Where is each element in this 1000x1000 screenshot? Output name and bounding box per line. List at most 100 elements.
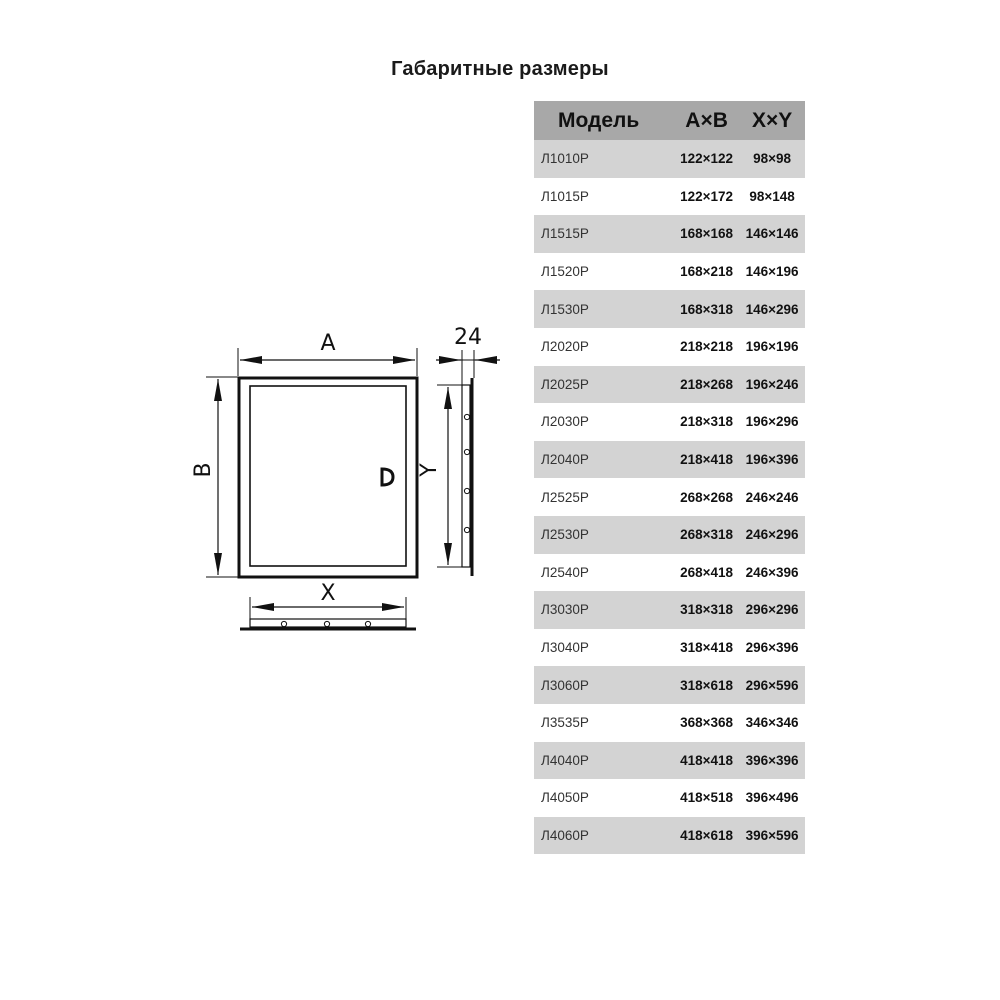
cell-ab: 218×268 [680,376,734,392]
cell-model: Л2040Р [541,452,589,468]
cell-model: Л1530Р [541,301,589,317]
cell-xy: 246×396 [745,564,799,580]
cell-ab: 218×418 [680,452,734,468]
cell-xy: 396×396 [745,752,799,768]
table-row: Л3030Р 318×318 296×296 [534,591,805,629]
cell-ab: 318×418 [680,640,734,656]
table-row: Л2020Р 218×218 196×196 [534,327,805,366]
label-depth: 24 [454,325,482,350]
dimension-y: Y [417,384,462,568]
cell-xy: 246×296 [745,527,799,543]
table-row: Л1015Р 122×172 98×148 [534,177,805,216]
cell-xy: 346×346 [745,715,799,731]
cell-xy: 196×196 [745,339,799,355]
cell-model: Л4040Р [541,752,589,768]
cell-xy: 98×148 [749,188,795,204]
dimension-a: A [237,331,418,376]
table-row: Л1520Р 168×218 146×196 [534,252,805,291]
table-row: Л1530Р 168×318 146×296 [534,290,805,328]
dimension-x: X [249,581,407,624]
cell-ab: 318×318 [680,602,734,618]
table-row: Л4040Р 418×418 396×396 [534,741,805,780]
label-a: A [320,331,335,356]
table-row: Л3060Р 318×618 296×596 [534,666,805,704]
cell-xy: 246×246 [745,489,799,505]
cell-xy: 296×396 [745,640,799,656]
cell-xy: 196×396 [745,452,799,468]
cell-model: Л2540Р [541,564,589,580]
table-row: Л4060Р 418×618 396×596 [534,816,805,855]
cell-model: Л2020Р [541,339,589,355]
label-x: X [320,581,335,606]
cell-ab: 268×418 [680,564,734,580]
table-row: Л2540Р 268×418 246×396 [534,553,805,592]
side-frame [461,384,471,568]
table-row: Л1010Р 122×122 98×98 [534,140,805,178]
cell-ab: 368×368 [680,715,734,731]
cell-xy: 146×146 [745,226,799,242]
table-row: Л4050Р 418×518 396×496 [534,779,805,817]
cell-model: Л2030Р [541,414,589,430]
cell-model: Л1515Р [541,226,589,242]
table-row: Л2030Р 218×318 196×296 [534,403,805,441]
cell-xy: 146×196 [745,264,799,280]
cell-model: Л3040Р [541,640,589,656]
cell-ab: 418×418 [680,752,734,768]
cell-model: Л3030Р [541,602,589,618]
cell-xy: 146×296 [745,301,799,317]
cell-model: Л3535Р [541,715,589,731]
front-view [237,376,419,579]
cell-ab: 218×218 [680,339,734,355]
cell-ab: 168×218 [680,264,734,280]
cell-xy: 396×496 [745,790,799,806]
header-xy: X×Y [751,108,793,132]
cell-model: Л4060Р [541,827,589,843]
cell-ab: 418×618 [680,827,734,843]
cell-xy: 396×596 [745,827,799,843]
table-row: Л2040Р 218×418 196×396 [534,440,805,479]
label-b: B [191,462,216,477]
cell-model: Л2525Р [541,489,589,505]
page-title: Габаритные размеры [391,58,609,80]
table-row: Л3040Р 318×418 296×396 [534,628,805,667]
bottom-frame [249,618,407,628]
inner-door [249,385,407,567]
cell-ab: 268×318 [680,527,734,543]
cell-ab: 122×122 [680,151,734,167]
table-row: Л2530Р 268×318 246×296 [534,515,805,554]
cell-ab: 318×618 [680,677,734,693]
cell-model: Л1520Р [541,264,589,280]
cell-model: Л1015Р [541,188,589,204]
cell-xy: 296×296 [745,602,799,618]
cell-model: Л3060Р [541,677,589,693]
handle-icon [380,467,395,487]
table-row: Л2525Р 268×268 246×246 [534,478,805,516]
cell-model: Л4050Р [541,790,589,806]
cell-ab: 122×172 [680,188,734,204]
cell-model: Л2025Р [541,376,589,392]
cell-ab: 418×518 [680,790,734,806]
cell-model: Л1010Р [541,151,589,167]
label-y: Y [417,463,442,478]
dimension-b: B [191,376,238,578]
side-profile [461,378,474,576]
cell-ab: 218×318 [680,414,734,430]
cell-ab: 268×268 [680,489,734,505]
table-header-row: Модель A×B X×Y [534,101,805,140]
cell-xy: 296×596 [745,677,799,693]
cell-xy: 98×98 [753,151,792,167]
cell-xy: 196×296 [745,414,799,430]
table-row: Л1515Р 168×168 146×146 [534,215,805,253]
cell-model: Л2530Р [541,527,589,543]
table-row: Л3535Р 368×368 346×346 [534,703,805,742]
header-ab: A×B [685,108,728,132]
header-model: Модель [558,108,640,132]
dimension-depth: 24 [436,325,500,385]
cell-ab: 168×168 [680,226,734,242]
cell-ab: 168×318 [680,301,734,317]
bottom-profile [240,618,416,631]
outer-frame [237,376,419,579]
